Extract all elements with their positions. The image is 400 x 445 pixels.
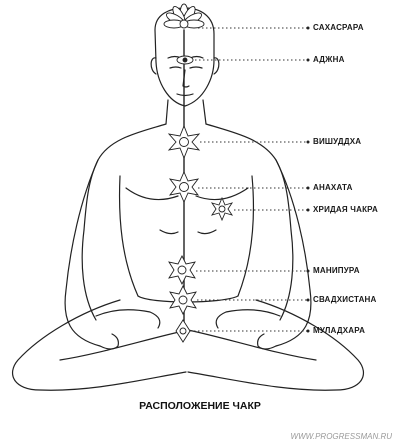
muladhara-lotus-icon bbox=[175, 319, 191, 343]
anahata-lotus-icon bbox=[168, 170, 200, 204]
chakra-label-manipura: МАНИПУРА bbox=[313, 266, 360, 275]
sahasrara-lotus-icon bbox=[163, 3, 205, 29]
ajna-third-eye-icon bbox=[176, 55, 194, 65]
chakra-label-anahata: АНАХАТА bbox=[313, 183, 353, 192]
figure-title: РАСПОЛОЖЕНИЕ ЧАКР bbox=[139, 400, 261, 412]
hridaya-lotus-icon bbox=[210, 196, 234, 222]
svadhisthana-lotus-icon bbox=[169, 284, 197, 316]
chakra-label-muladhara: МУЛАДХАРА bbox=[313, 326, 366, 335]
chakra-label-vishuddha: ВИШУДДХА bbox=[313, 137, 362, 146]
chakra-label-svadhisthana: СВАДХИСТАНА bbox=[313, 295, 377, 304]
manipura-lotus-icon bbox=[168, 254, 196, 286]
watermark: WWW.PROGRESSMAN.RU bbox=[290, 432, 392, 441]
vishuddha-lotus-icon bbox=[167, 124, 201, 160]
chakra-label-hridaya: ХРИДАЯ ЧАКРА bbox=[313, 205, 378, 214]
chakra-label-sahasrara: САХАСРАРА bbox=[313, 23, 364, 32]
chakra-label-ajna: АДЖНА bbox=[313, 55, 345, 64]
